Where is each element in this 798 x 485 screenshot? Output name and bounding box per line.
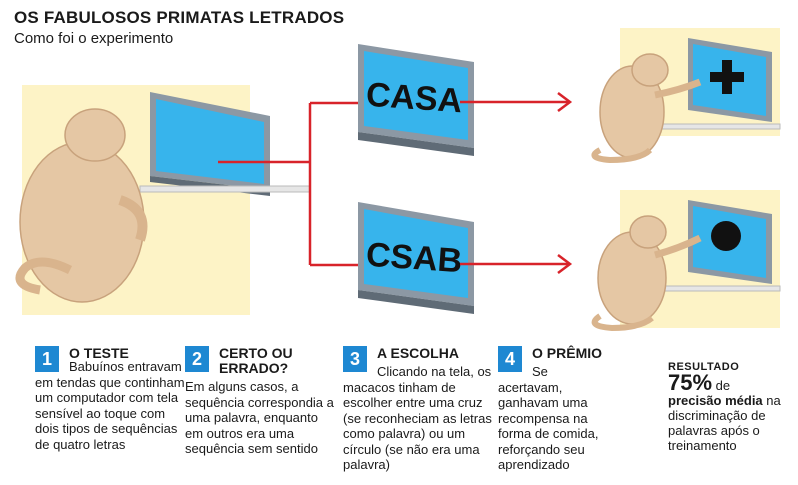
left-monitor [139, 92, 311, 196]
step-3-badge: 3 [343, 346, 367, 372]
step-1-badge: 1 [35, 346, 59, 372]
step-3-title: A ESCOLHA [377, 345, 459, 361]
experiment-diagram: CASA CSAB [15, 28, 781, 332]
step-2-text: Em alguns casos, a sequência correspondi… [185, 379, 334, 456]
baboon-bottom-right-illustration [591, 215, 702, 332]
arrow-top [460, 92, 573, 112]
step-4-title: O PRÊMIO [532, 345, 603, 361]
result-after-value: de [715, 378, 731, 393]
step-1-text: Babuínos entravam em tendas que continha… [35, 359, 185, 452]
word-screen-text: CASA [365, 76, 464, 121]
word-monitor [358, 44, 474, 156]
infographic-title: OS FABULOSOS PRIMATAS LETRADOS [14, 8, 345, 27]
nonword-screen-text: CSAB [365, 236, 464, 281]
step-3-text: Clicando na tela, os macacos tinham de e… [343, 364, 492, 472]
step-2-title: CERTO OU ERRADO? [219, 345, 293, 376]
infographic-subtitle: Como foi o experimento [14, 30, 174, 47]
cross-monitor [649, 38, 781, 130]
baboon-top-right-illustration [591, 53, 702, 164]
step-1-title: O TESTE [69, 345, 129, 361]
arrow-bottom [460, 254, 573, 274]
circle-monitor [649, 200, 781, 292]
step-2-badge: 2 [185, 346, 209, 372]
result-bold-text: precisão média [668, 393, 763, 408]
result-value: 75% [668, 370, 713, 395]
baboon-left-illustration [15, 108, 148, 303]
result-label: RESULTADO [668, 361, 740, 373]
result-box: RESULTADO 75% de precisão média na discr… [668, 360, 793, 453]
circle-icon [711, 221, 741, 251]
nonword-monitor [358, 202, 474, 314]
step-4-text: Se acertavam, ganhavam uma recompensa na… [498, 364, 599, 472]
step-4-badge: 4 [498, 346, 522, 372]
result-rest: na discriminação de palavras após o trei… [668, 393, 781, 453]
branch-connector [218, 101, 365, 267]
